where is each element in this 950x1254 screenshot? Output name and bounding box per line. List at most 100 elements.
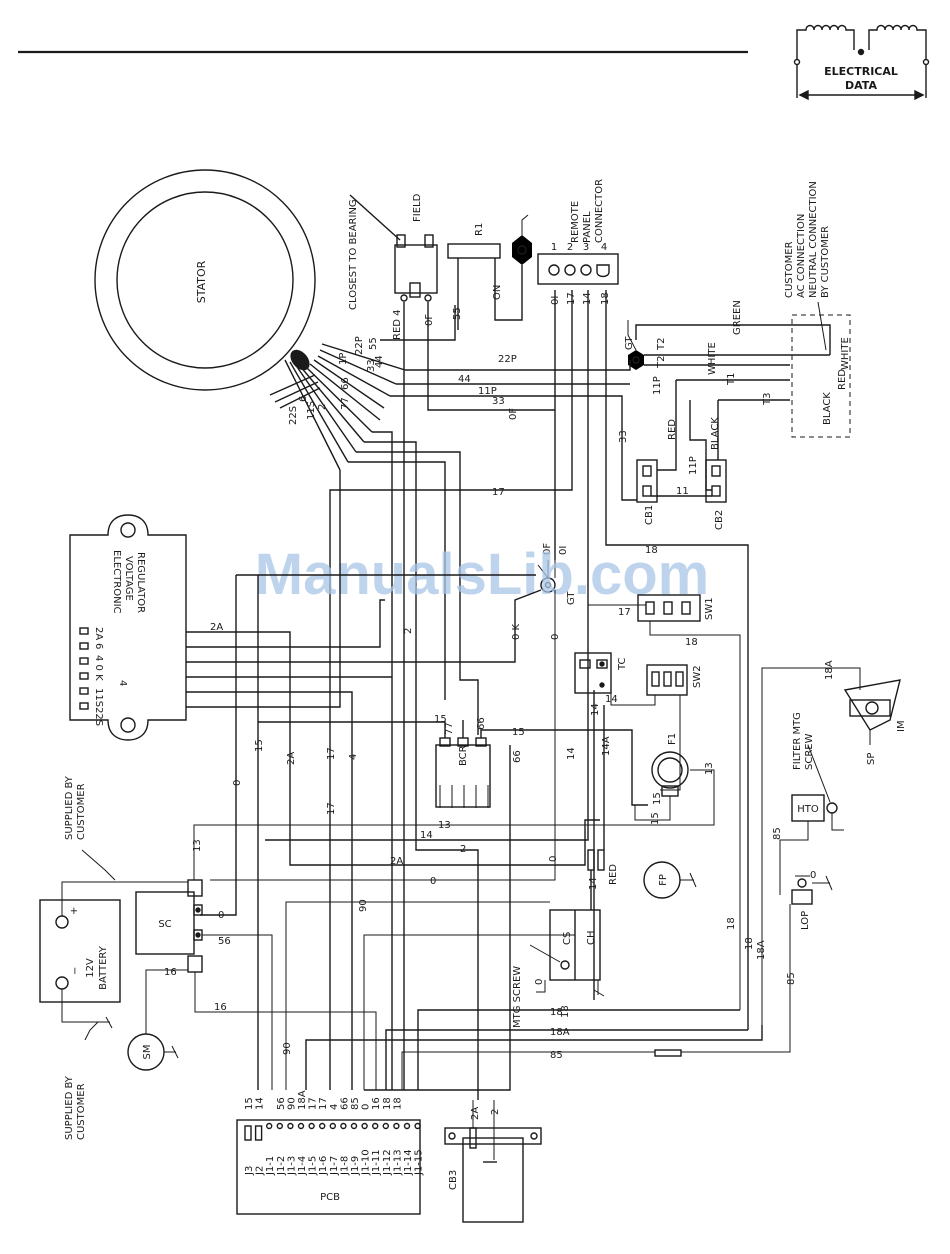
lbl-66-bcr: 66 <box>476 717 487 730</box>
remote-label-1: REMOTE <box>570 201 581 243</box>
pcb-pin-label: J1-13 <box>392 1149 403 1176</box>
pcb-pin-label: J1-8 <box>339 1156 350 1176</box>
tc-switch: TC 14 <box>574 652 628 705</box>
filter-mtg-1: FILTER MTG <box>792 712 803 770</box>
evr-label-2: VOLTAGE <box>123 556 134 601</box>
evr-wires <box>186 470 600 1090</box>
lbl-66-mid: 66 <box>512 750 523 763</box>
lbl-22p-h: 22P <box>498 354 517 365</box>
bcr-rectifier: BCR 15 77 66 15 <box>434 714 525 808</box>
pcb-pin-terminal <box>308 1122 315 1130</box>
supplied-top-2: CUSTOMER <box>76 783 87 840</box>
pcb-pin-terminal <box>393 1122 400 1130</box>
lbl-18-r2: 18 <box>744 937 755 950</box>
lbl-red-cb: RED <box>667 419 678 440</box>
sc-label: SC <box>158 919 171 930</box>
starter-contactor: SC 13 0 56 16 16 <box>135 839 377 1090</box>
lbl-18a-lop: 18A <box>756 940 767 960</box>
f1-fuse: F1 15 15 13 <box>193 733 715 880</box>
r1-resistor: R1 ON <box>447 214 532 300</box>
pcb-wire-label: 17 <box>318 1097 329 1110</box>
cb1-label: CB1 <box>644 505 655 525</box>
pcb-pin-terminal <box>297 1122 305 1130</box>
lbl-2a-cb3: 2A <box>470 1107 481 1120</box>
lbl-14-c: 14 <box>420 830 433 841</box>
lbl-90-h: 90 <box>358 899 369 912</box>
hto-label: HTO <box>797 804 819 815</box>
lbl-14-a: 14 <box>566 747 577 760</box>
pcb-pin-terminal <box>372 1122 379 1130</box>
pcb-wire-label: 18 <box>392 1097 403 1110</box>
bcr-label: BCR <box>458 745 469 766</box>
pcb-wire-label: 17 <box>308 1097 319 1110</box>
pcb-pin-terminal <box>403 1122 411 1130</box>
lbl-gt-mid: GT <box>566 591 577 605</box>
evr-pin-4: 4 <box>117 680 128 686</box>
closest-to-bearing-label: CLOSEST TO BEARING <box>348 199 359 310</box>
pcb-pin-label: J1-6 <box>318 1156 329 1176</box>
ac-output-wires: GREEN WHITE T2 T2 T1 T3 <box>635 300 831 406</box>
lbl-t2b: T2 <box>656 356 667 369</box>
lop-switch: LOP 0 85 18A <box>401 870 833 1090</box>
lbl-14a: 14A <box>601 736 612 756</box>
pcb-wire-label: 56 <box>276 1097 287 1110</box>
pcb-pin-label: J1-4 <box>297 1156 308 1176</box>
lbl-44: 44 <box>374 355 385 368</box>
sw2-label: SW2 <box>692 665 703 688</box>
lbl-0-b: 0 <box>548 856 559 862</box>
lbl-77-bcr: 77 <box>444 722 455 735</box>
lbl-green: GREEN <box>732 300 743 335</box>
evr-pin-11s22s: 11S22S <box>93 688 104 726</box>
lbl-2a-h: 2A <box>390 856 403 867</box>
pcb-wire-label: 0 <box>361 1104 372 1110</box>
pcb-pin-label: J1-10 <box>361 1149 372 1176</box>
lbl-11p-h: 11P <box>478 386 497 397</box>
lbl-2: 2 <box>317 404 328 410</box>
on-label: ON <box>492 285 503 300</box>
cb1-breaker: CB1 <box>636 459 658 525</box>
lbl-t3: T3 <box>762 393 773 406</box>
f1-label: F1 <box>667 733 678 745</box>
logo-text-1: ELECTRICAL <box>824 65 898 78</box>
lbl-55: 55 <box>368 337 379 350</box>
stator-leads <box>269 343 406 471</box>
lbl-44-h: 44 <box>458 374 471 385</box>
lbl-black-cb: BLACK <box>710 417 721 450</box>
im-label: IM <box>896 720 907 732</box>
lbl-17-h: 17 <box>492 487 505 498</box>
pcb-pin-terminal <box>276 1122 283 1130</box>
evr-label-3: REGULATOR <box>135 552 146 613</box>
lbl-t1: T1 <box>726 373 737 386</box>
pcb-pin-label: J1-15 <box>414 1149 425 1176</box>
wire-66-low <box>363 934 575 1090</box>
pcb-wire-label: 18 <box>382 1097 393 1110</box>
ch-label: CH <box>586 930 597 945</box>
pcb-pin-label: J1-7 <box>329 1156 340 1176</box>
cs-ch-assembly: CS CH MTG SCREW 0 18 <box>512 909 605 1028</box>
lbl-2-h: 2 <box>460 844 466 855</box>
lbl-15-f1: 15 <box>652 792 663 805</box>
lbl-33: 33 <box>366 359 377 372</box>
pcb-pin-label: J1-14 <box>403 1149 414 1176</box>
lbl-red-fp: RED <box>608 864 619 885</box>
lbl-11s: 11S <box>306 401 317 420</box>
pcb-pin-label: J1-12 <box>382 1149 393 1176</box>
cb2-breaker: CB2 <box>705 459 727 530</box>
customer-label-4: BY CUSTOMER <box>820 226 831 298</box>
lbl-0f-h: 0F <box>508 408 519 420</box>
lbl-13-f1: 13 <box>704 762 715 775</box>
lbl-85-h: 85 <box>550 1050 563 1061</box>
pcb-wire-label: 16 <box>371 1097 382 1110</box>
lbl-15-bcr: 15 <box>434 714 447 725</box>
field-label: FIELD <box>412 193 423 222</box>
electrical-data-logo: ELECTRICAL DATA <box>793 24 930 101</box>
harness-upper <box>329 265 749 1100</box>
pcb-pin-label: J1-11 <box>371 1149 382 1176</box>
wires-14 <box>265 655 605 1000</box>
lbl-0-a: 0 <box>550 634 561 640</box>
evr-pin-2a: 2A <box>93 627 104 640</box>
lbl-14-d: 14 <box>588 877 599 890</box>
lbl-13-sc: 13 <box>192 839 203 852</box>
battery-label-1: 12V <box>85 958 96 978</box>
